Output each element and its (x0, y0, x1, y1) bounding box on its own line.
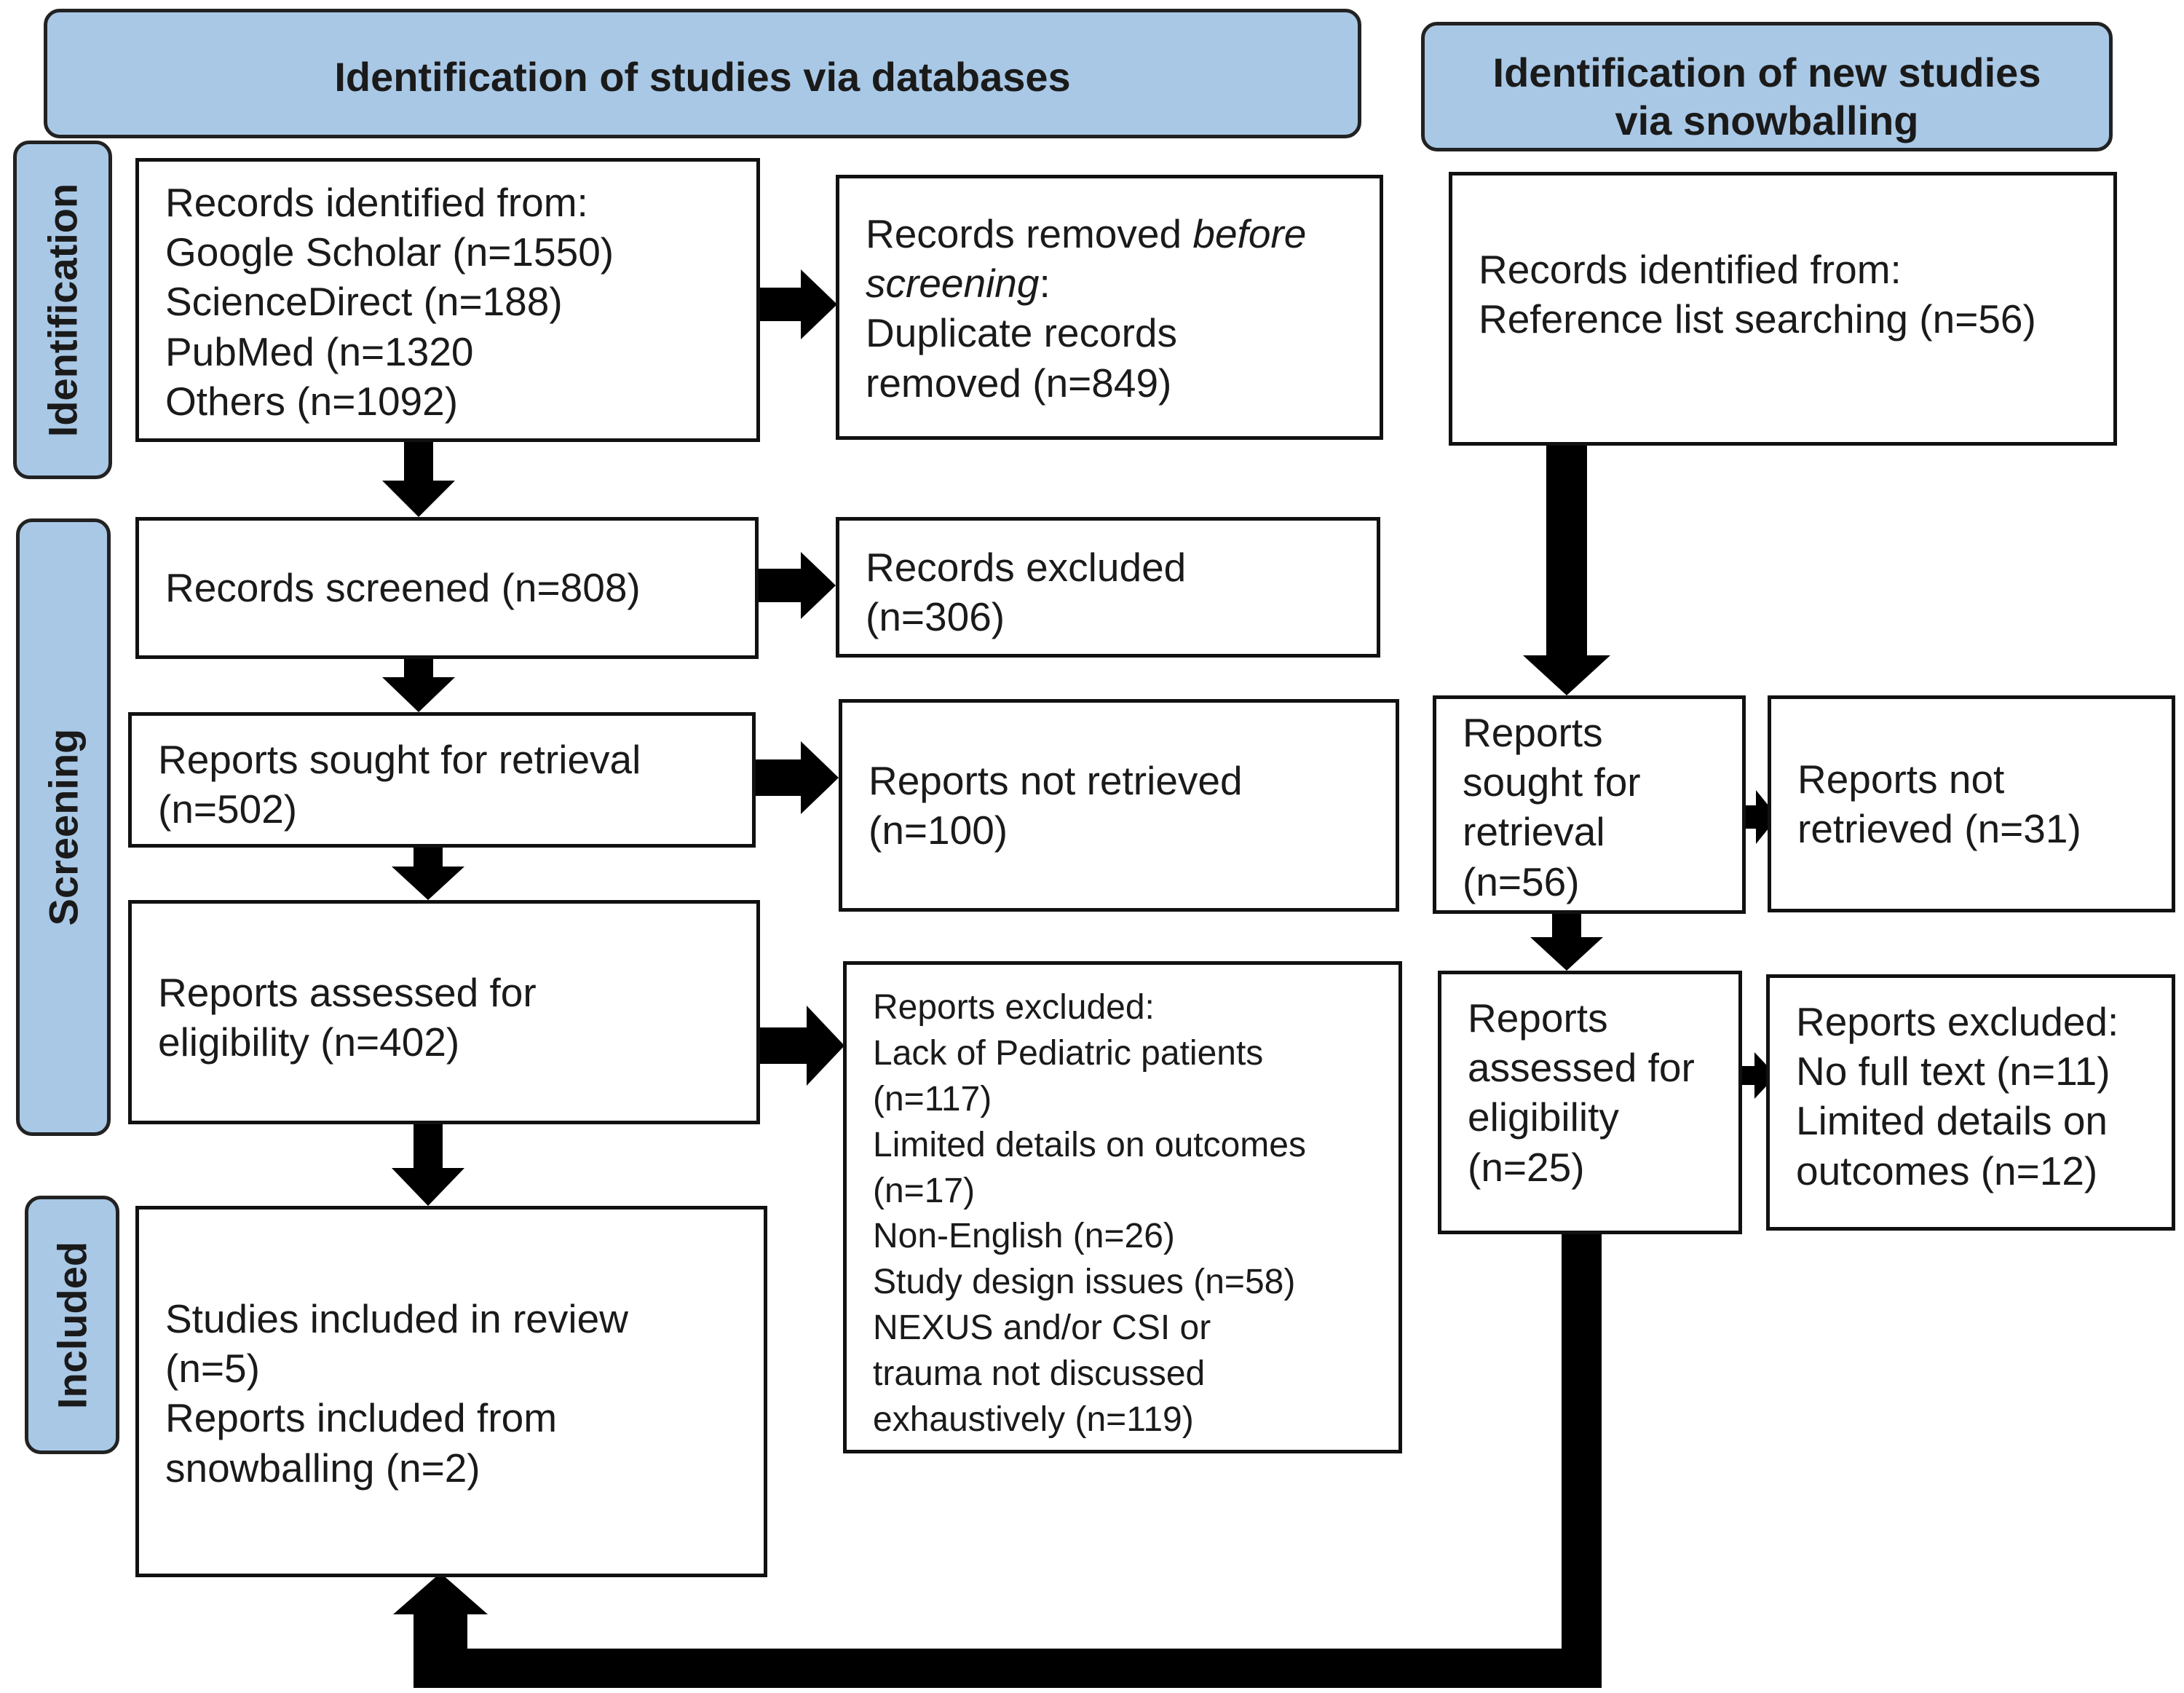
box-records-screened: Records screened (n=808) (135, 517, 759, 659)
box-snow-excluded: Reports excluded: No full text (n=11) Li… (1766, 974, 2175, 1231)
records-removed-line-4: removed (n=849) (866, 360, 1172, 406)
snow-excluded-line: No full text (n=11) (1796, 1049, 2110, 1094)
reports-excluded-line: Limited details on outcomes (873, 1125, 1306, 1164)
header-snowballing-line-2: via snowballing (1615, 98, 1919, 143)
arrow-snow-identified-to-sought (1523, 442, 1610, 695)
box-included: Studies included in review (n=5) Reports… (135, 1206, 767, 1577)
phase-included: Included (25, 1196, 119, 1454)
reports-excluded-line: exhaustively (n=119) (873, 1400, 1194, 1439)
header-snowballing: Identification of new studies via snowba… (1421, 22, 2113, 151)
arrow-assessed-to-included (392, 1123, 464, 1206)
snow-excluded-line: outcomes (n=12) (1796, 1148, 2098, 1193)
phase-identification-label: Identification (39, 183, 86, 437)
arrow-screened-to-sought (382, 657, 455, 712)
phase-identification: Identification (13, 141, 112, 479)
phase-screening-label: Screening (40, 728, 87, 926)
included-line: snowballing (n=2) (165, 1445, 480, 1491)
box-records-removed: Records removed before screening: Duplic… (836, 175, 1383, 440)
reports-sought-line-2: (n=502) (158, 786, 298, 832)
snow-sought-line: retrieval (1463, 809, 1605, 855)
box-snow-identified: Records identified from: Reference list … (1449, 172, 2117, 446)
records-screened-text: Records screened (n=808) (165, 565, 641, 611)
included-line: (n=5) (165, 1346, 260, 1392)
snow-not-retrieved-line-2: retrieved (n=31) (1797, 806, 2081, 851)
phase-included-label: Included (49, 1241, 95, 1409)
records-excluded-line-2: (n=306) (866, 594, 1005, 640)
snow-identified-line-2: Reference list searching (n=56) (1479, 296, 2036, 342)
snow-assessed-line: (n=25) (1468, 1144, 1585, 1190)
arrow-sought-to-not-retrieved (754, 741, 839, 814)
arrow-snow-sought-to-not-retrieved (1743, 790, 1778, 844)
reports-excluded-line: (n=117) (873, 1079, 992, 1118)
source-others: Others (n=1092) (165, 378, 459, 424)
snow-excluded-line: Limited details on (1796, 1098, 2108, 1144)
snow-sought-line: sought for (1463, 759, 1641, 805)
box-snow-assessed: Reports assessed for eligibility (n=25) (1438, 971, 1742, 1234)
box-records-identified: Records identified from: Google Scholar … (135, 158, 760, 442)
records-removed-line-1: Records removed before (866, 211, 1307, 256)
header-databases-text: Identification of studies via databases (334, 54, 1071, 100)
header-databases: Identification of studies via databases (44, 9, 1361, 138)
records-excluded-line-1: Records excluded (866, 545, 1187, 590)
arrow-assessed-to-excluded (759, 1006, 844, 1086)
box-snow-sought: Reports sought for retrieval (n=56) (1433, 695, 1746, 914)
box-reports-excluded: Reports excluded: Lack of Pediatric pati… (843, 961, 1402, 1453)
box-reports-assessed: Reports assessed for eligibility (n=402) (128, 900, 760, 1124)
reports-excluded-line: (n=17) (873, 1171, 976, 1210)
reports-not-retrieved-line-1: Reports not retrieved (869, 757, 1243, 803)
arrow-snow-assessed-to-excluded (1738, 1052, 1776, 1099)
box-reports-not-retrieved: Reports not retrieved (n=100) (839, 699, 1399, 912)
box-snow-not-retrieved: Reports not retrieved (n=31) (1768, 695, 2175, 912)
reports-assessed-line-1: Reports assessed for (158, 970, 537, 1015)
snow-identified-line-1: Records identified from: (1479, 246, 1902, 292)
snow-sought-line: (n=56) (1463, 859, 1580, 904)
header-snowballing-line-1: Identification of new studies (1492, 50, 2041, 95)
arrow-screened-to-excluded (756, 552, 836, 619)
arrow-snow-sought-to-assessed (1530, 912, 1603, 971)
arrow-identified-to-screened (382, 441, 455, 517)
phase-screening: Screening (16, 518, 111, 1136)
reports-sought-line-1: Reports sought for retrieval (158, 737, 641, 782)
source-pubmed: PubMed (n=1320 (165, 328, 474, 374)
reports-excluded-line: Reports excluded: (873, 988, 1155, 1027)
records-identified-heading: Records identified from: (165, 180, 588, 225)
snow-assessed-line: Reports (1468, 995, 1608, 1041)
included-line: Studies included in review (165, 1296, 628, 1341)
reports-excluded-line: Lack of Pediatric patients (873, 1033, 1264, 1073)
reports-excluded-line: Study design issues (n=58) (873, 1263, 1296, 1302)
arrow-sought-to-assessed (392, 847, 464, 900)
box-reports-sought: Reports sought for retrieval (n=502) (128, 712, 756, 848)
reports-excluded-line: NEXUS and/or CSI or (873, 1309, 1211, 1348)
arrow-identified-to-removed (759, 269, 837, 339)
snow-not-retrieved-line-1: Reports not (1797, 756, 2005, 802)
snow-assessed-line: assessed for (1468, 1045, 1695, 1091)
records-removed-line-2: screening: (866, 261, 1051, 307)
reports-assessed-line-2: eligibility (n=402) (158, 1019, 460, 1065)
snow-excluded-line: Reports excluded: (1796, 999, 2119, 1044)
reports-excluded-line: Non-English (n=26) (873, 1217, 1175, 1256)
reports-excluded-line: trauma not discussed (873, 1354, 1206, 1393)
source-google-scholar: Google Scholar (n=1550) (165, 229, 614, 275)
box-records-excluded: Records excluded (n=306) (836, 517, 1380, 658)
snow-assessed-line: eligibility (1468, 1094, 1619, 1140)
records-removed-line-3: Duplicate records (866, 310, 1177, 356)
included-line: Reports included from (165, 1395, 558, 1441)
snow-sought-line: Reports (1463, 710, 1603, 755)
source-sciencedirect: ScienceDirect (n=188) (165, 279, 563, 325)
reports-not-retrieved-line-2: (n=100) (869, 808, 1008, 853)
